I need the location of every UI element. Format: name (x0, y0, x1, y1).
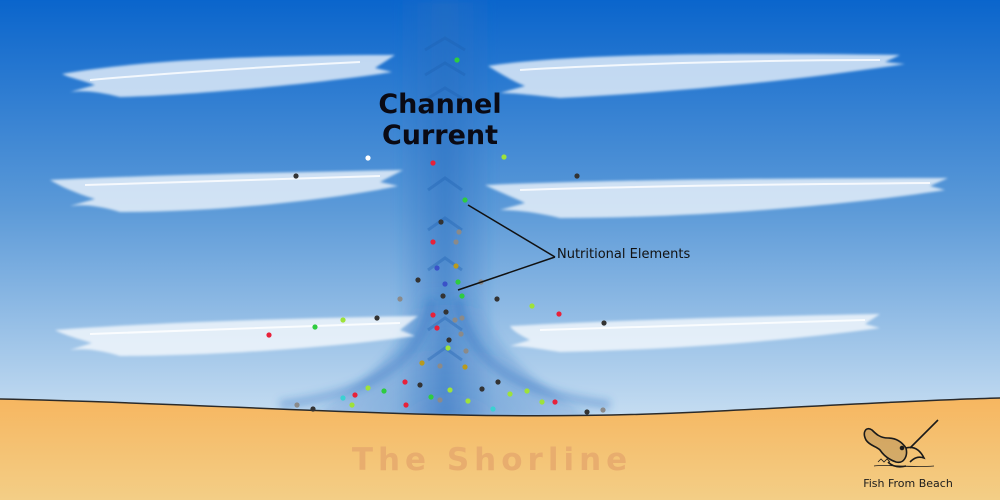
channel-title-line-2: Current (381, 120, 499, 151)
nutrient-particle (430, 312, 436, 318)
nutrient-particle (490, 406, 496, 412)
nutrient-particle (539, 399, 545, 405)
nutrient-particle (294, 402, 300, 408)
nutrient-particle (365, 385, 371, 391)
nutrient-particle (445, 345, 451, 351)
nutrient-particle (494, 296, 500, 302)
nutrient-particle (349, 402, 355, 408)
nutrition-leader-lines (457, 204, 556, 291)
nutrient-particle (501, 154, 507, 160)
nutrient-particle (495, 379, 501, 385)
channel-title-line-1: Channel (378, 89, 502, 120)
nutrient-particle (340, 317, 346, 323)
wave-right-1 (488, 53, 905, 98)
shoreline-label: The Shorline (351, 442, 633, 478)
nutrient-particle (310, 406, 316, 412)
nutrient-particle (438, 219, 444, 225)
fish-logo-icon (863, 419, 939, 468)
nutrient-particle (437, 363, 443, 369)
nutrient-particle (428, 394, 434, 400)
nutrient-particle (340, 395, 346, 401)
nutrient-particle (381, 388, 387, 394)
nutrient-particle (397, 296, 403, 302)
nutrient-particle (454, 57, 460, 63)
nutrient-particle (458, 331, 464, 337)
nutrient-particle (403, 402, 409, 408)
nutrient-particle (463, 348, 469, 354)
nutritional-elements-label: Nutritional Elements (557, 247, 691, 262)
nutrient-particle (452, 317, 458, 323)
nutrient-particle (453, 239, 459, 245)
nutrient-particle (462, 364, 468, 370)
nutrient-particle (462, 197, 468, 203)
nutrient-particle (455, 279, 461, 285)
nutritional-particles (266, 57, 607, 415)
nutrient-particle (447, 387, 453, 393)
nutrient-particle (430, 239, 436, 245)
nutrient-particle (434, 325, 440, 331)
beach-sand (0, 398, 1000, 500)
nutrient-particle (479, 386, 485, 392)
nutrient-particle (459, 315, 465, 321)
nutrient-particle (312, 324, 318, 330)
nutrient-particle (430, 160, 436, 166)
nutrient-particle (552, 399, 558, 405)
nutrient-particle (365, 155, 371, 161)
nutrient-particle (529, 303, 535, 309)
nutrient-particle (456, 229, 462, 235)
brand-label: Fish From Beach (863, 477, 953, 490)
current-direction-chevrons (424, 36, 466, 362)
nutrient-particle (415, 277, 421, 283)
nutrient-particle (293, 173, 299, 179)
nutrient-particle (453, 263, 459, 269)
nutrient-particle (507, 391, 513, 397)
nutrient-particle (601, 320, 607, 326)
nutrient-particle (524, 388, 530, 394)
wave-left-2 (50, 170, 403, 212)
nutrient-particle (600, 407, 606, 413)
nutrient-particle (434, 265, 440, 271)
nutrient-particle (443, 309, 449, 315)
nutrient-particle (574, 173, 580, 179)
breaking-waves (50, 53, 948, 356)
nutrient-particle (465, 398, 471, 404)
nutrient-particle (584, 409, 590, 415)
nutrient-particle (352, 392, 358, 398)
rip-channel (279, 0, 611, 420)
nutrient-particle (419, 360, 425, 366)
nutrient-particle (556, 311, 562, 317)
nutrient-particle (459, 293, 465, 299)
nutrient-particle (437, 397, 443, 403)
nutrient-particle (417, 382, 423, 388)
nutrient-particle (446, 337, 452, 343)
nutrient-particle (374, 315, 380, 321)
nutrient-particle (442, 281, 448, 287)
nutrient-particle (266, 332, 272, 338)
nutrient-particle (402, 379, 408, 385)
nutrient-particle (440, 293, 446, 299)
